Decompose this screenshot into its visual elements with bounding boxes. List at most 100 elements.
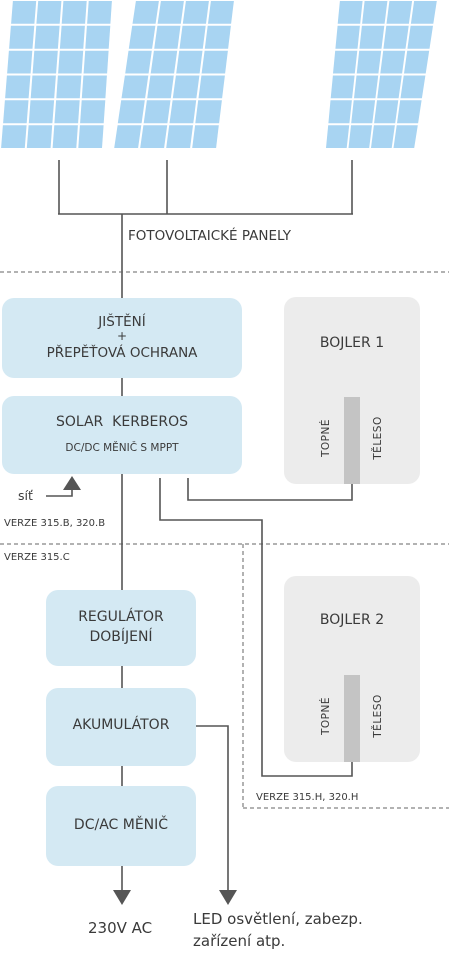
- version-h-label: VERZE 315.H, 320.H: [256, 792, 359, 803]
- panel-cell: [351, 100, 376, 124]
- boiler-1-heater-label-left: TOPNÉ: [320, 419, 332, 457]
- panel-cell: [9, 25, 35, 49]
- panel-cell: [333, 50, 358, 74]
- kerberos-subtitle: DC/DC MĚNIČ S MPPT: [65, 442, 179, 454]
- panel-cell: [154, 25, 181, 49]
- grid-label: síť: [18, 488, 33, 503]
- panel-cell: [11, 1, 37, 24]
- panel-cell: [36, 1, 62, 24]
- panel-cell: [58, 50, 84, 74]
- panel-cell: [362, 1, 388, 24]
- panel-cell: [172, 75, 200, 99]
- boiler-2-heater-bar: [344, 675, 360, 762]
- version-c-label: VERZE 315.C: [4, 552, 70, 563]
- panel-cell: [348, 125, 372, 148]
- panel-cell: [85, 25, 111, 49]
- panel-cell: [78, 125, 104, 148]
- boiler-2-title: BOJLER 2: [319, 612, 385, 628]
- panel-cell: [34, 25, 60, 49]
- panel-cell: [198, 75, 225, 99]
- boiler-2-heater-label-left: TOPNÉ: [320, 697, 332, 735]
- panel-cell: [326, 125, 350, 148]
- panel-cell: [52, 125, 78, 148]
- solar-panel-1: [0, 0, 113, 149]
- panel-cell: [157, 1, 184, 24]
- panel-cell: [179, 25, 206, 49]
- panel-cell: [371, 125, 395, 148]
- panel-cell: [54, 100, 80, 124]
- panel-cell: [59, 25, 85, 49]
- panel-cell: [128, 25, 156, 49]
- panel-cell: [3, 100, 29, 124]
- panel-cell: [400, 75, 426, 99]
- panel-cell: [176, 50, 203, 74]
- boiler-1-heater-bar: [344, 397, 360, 484]
- protection-line3: PŘEPĚŤOVÁ OCHRANA: [46, 345, 198, 361]
- panel-cell: [404, 50, 430, 74]
- panel-cell: [195, 100, 222, 124]
- led-output: [196, 725, 237, 905]
- grid-input: [46, 476, 81, 497]
- output-led-line1: LED osvětlení, zabezp.: [193, 910, 363, 928]
- panel-cell: [192, 125, 219, 148]
- panel-cell: [150, 50, 178, 74]
- panel-wiring: [58, 160, 353, 298]
- panel-cell: [80, 100, 106, 124]
- protection-line1: JIŠTĚNÍ: [98, 314, 146, 330]
- panel-cell: [30, 75, 56, 99]
- panel-cell: [397, 100, 422, 124]
- panel-cell: [32, 50, 58, 74]
- panel-cell: [132, 1, 159, 24]
- panel-cell: [182, 1, 209, 24]
- inverter-label: DC/AC MĚNIČ: [73, 817, 169, 833]
- panel-cell: [83, 50, 109, 74]
- panel-cell: [359, 25, 385, 49]
- panel-cell: [386, 1, 413, 24]
- panel-cell: [328, 100, 352, 124]
- boiler-1-title: BOJLER 1: [319, 335, 385, 351]
- panel-cell: [201, 50, 228, 74]
- panel-cell: [330, 75, 355, 99]
- panel-cell: [410, 1, 437, 24]
- panel-cell: [117, 100, 145, 124]
- protection-box: JIŠTĚNÍ + PŘEPĚŤOVÁ OCHRANA: [2, 298, 242, 378]
- panel-cell: [204, 25, 231, 49]
- protection-line2: +: [116, 329, 128, 343]
- panels-label: FOTOVOLTAICKÉ PANELY: [128, 228, 291, 244]
- panel-cell: [147, 75, 174, 99]
- regulator-line2: DOBÍJENÍ: [89, 629, 153, 645]
- version-b-label: VERZE 315.B, 320.B: [4, 518, 106, 529]
- panel-cell: [169, 100, 197, 124]
- kerberos-title: SOLAR KERBEROS: [55, 414, 189, 430]
- solar-panel-2: [113, 0, 235, 149]
- boiler-1-heater-label-right: TĚLESO: [372, 416, 384, 460]
- panel-cell: [121, 75, 149, 99]
- panel-cell: [26, 125, 53, 148]
- panel-cell: [354, 75, 379, 99]
- accumulator-box: AKUMULÁTOR: [46, 688, 196, 766]
- panel-cell: [166, 125, 193, 148]
- panel-cell: [356, 50, 382, 74]
- panel-cell: [380, 50, 406, 74]
- panel-cell: [393, 125, 418, 148]
- panel-cell: [1, 125, 27, 148]
- panel-cell: [335, 25, 360, 49]
- panel-cell: [383, 25, 409, 49]
- panel-cell: [208, 1, 234, 24]
- panel-cell: [61, 1, 87, 24]
- regulator-line1: REGULÁTOR: [78, 609, 164, 625]
- output-ac-label: 230V AC: [88, 919, 153, 937]
- boiler-wiring: [159, 478, 353, 777]
- panel-cell: [114, 125, 142, 148]
- panel-cell: [377, 75, 402, 99]
- panel-cell: [81, 75, 107, 99]
- section-separators: [0, 271, 449, 809]
- panel-cell: [407, 25, 433, 49]
- regulator-box: REGULÁTOR DOBÍJENÍ: [46, 590, 196, 666]
- inverter-box: DC/AC MĚNIČ: [46, 786, 196, 866]
- panel-cell: [337, 1, 363, 24]
- panel-cell: [87, 1, 112, 24]
- boiler-2-heater-label-right: TĚLESO: [372, 694, 384, 738]
- panel-cell: [374, 100, 399, 124]
